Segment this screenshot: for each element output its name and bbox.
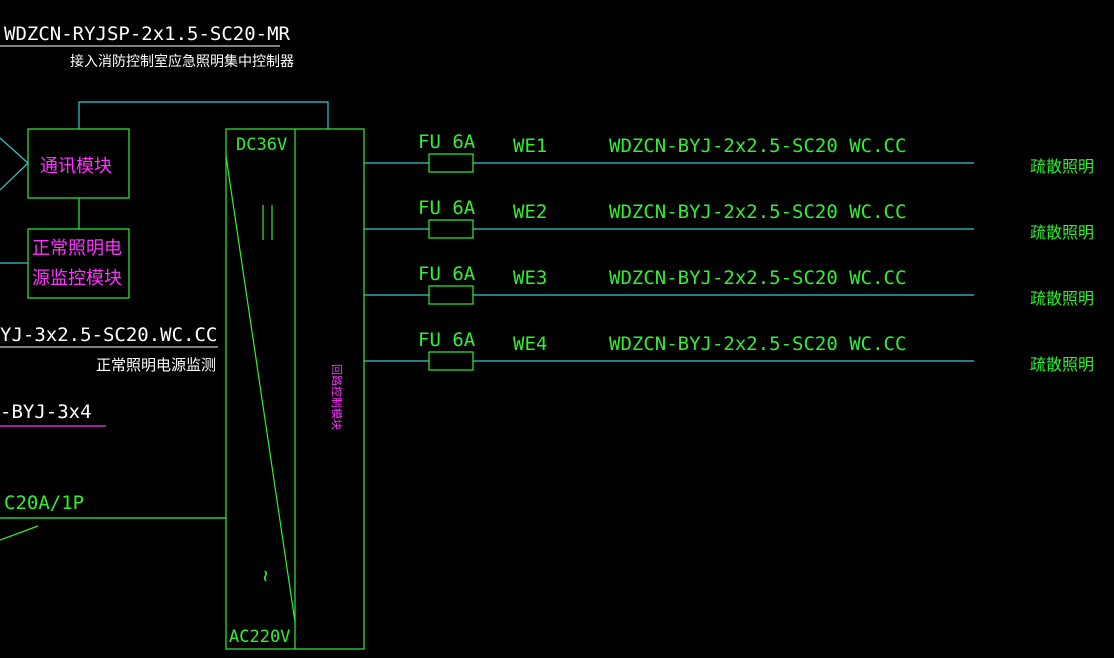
breaker-label: C20A/1P <box>4 492 84 514</box>
fuse-label-4: FU 6A <box>418 329 476 351</box>
circuit-load-4: 疏散照明 <box>1030 356 1094 374</box>
comm-link-arrow <box>0 137 29 191</box>
circuit-id-1: WE1 <box>513 135 547 157</box>
ac-label: AC220V <box>229 627 290 647</box>
circuit-cable-1: WDZCN-BYJ-2x2.5-SC20 WC.CC <box>609 135 906 157</box>
bus-line <box>78 101 329 129</box>
top-cable-label: WDZCN-RYJSP-2x1.5-SC20-MR <box>4 23 291 45</box>
fuse-label-3: FU 6A <box>418 263 476 285</box>
monitor-module-box <box>27 228 130 299</box>
loop-module-label: 回路控制模块 <box>330 364 344 430</box>
comm-module-label: 通讯模块 <box>40 156 112 176</box>
breaker-switch <box>0 525 39 541</box>
converter-diagonal <box>225 155 296 623</box>
fuse-symbol-1 <box>428 153 474 173</box>
fuse-label-1: FU 6A <box>418 131 476 153</box>
left-cable2-label: -BYJ-3x4 <box>0 401 92 423</box>
circuit-id-2: WE2 <box>513 201 547 223</box>
left-cable-sublabel: 正常照明电源监测 <box>96 357 216 374</box>
circuit-load-2: 疏散照明 <box>1030 224 1094 242</box>
fuse-symbol-2 <box>428 219 474 239</box>
monitor-module-label-line2: 源监控模块 <box>32 268 122 288</box>
monitor-module-label-line1: 正常照明电 <box>32 238 122 258</box>
fuse-symbol-4 <box>428 351 474 371</box>
fuse-symbol-3 <box>428 285 474 305</box>
left-cable-label: YJ-3x2.5-SC20.WC.CC <box>0 324 217 346</box>
circuit-id-4: WE4 <box>513 333 547 355</box>
top-cable-sublabel: 接入消防控制室应急照明集中控制器 <box>70 53 294 69</box>
circuit-load-3: 疏散照明 <box>1030 290 1094 308</box>
circuit-cable-2: WDZCN-BYJ-2x2.5-SC20 WC.CC <box>609 201 906 223</box>
fuse-label-2: FU 6A <box>418 197 476 219</box>
ac-symbol: ~ <box>253 570 277 582</box>
circuit-cable-3: WDZCN-BYJ-2x2.5-SC20 WC.CC <box>609 267 906 289</box>
circuit-cable-4: WDZCN-BYJ-2x2.5-SC20 WC.CC <box>609 333 906 355</box>
circuit-id-3: WE3 <box>513 267 547 289</box>
circuit-load-1: 疏散照明 <box>1030 158 1094 176</box>
dc-label: DC36V <box>236 135 287 155</box>
